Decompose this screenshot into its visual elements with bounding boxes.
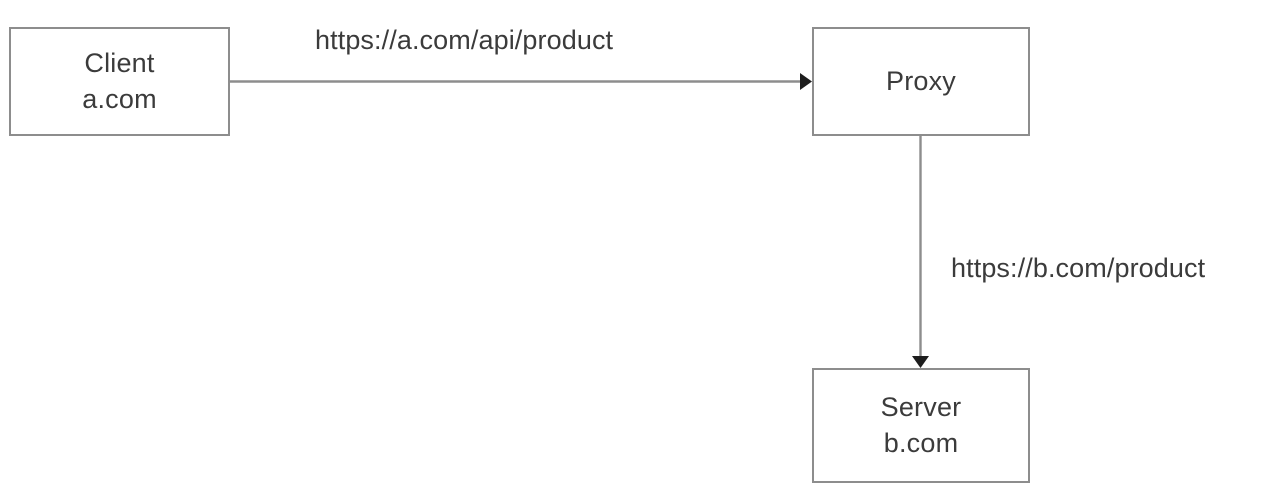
- edge-proxy-to-server: [912, 136, 929, 368]
- node-server-domain: b.com: [883, 427, 959, 458]
- node-client-domain: a.com: [82, 83, 157, 114]
- arrowhead-down-icon: [912, 356, 929, 368]
- edge-label-client-to-proxy: https://a.com/api/product: [315, 25, 614, 55]
- node-proxy[interactable]: Proxy: [812, 27, 1030, 136]
- arrowhead-right-icon: [800, 73, 812, 90]
- edge-label-proxy-to-server: https://b.com/product: [951, 253, 1206, 283]
- node-server-name: Server: [880, 392, 962, 423]
- node-client[interactable]: Client a.com: [9, 27, 230, 136]
- node-server[interactable]: Server b.com: [812, 368, 1030, 483]
- node-proxy-name: Proxy: [885, 65, 957, 96]
- edge-client-to-proxy: [230, 73, 812, 90]
- node-client-name: Client: [84, 48, 155, 79]
